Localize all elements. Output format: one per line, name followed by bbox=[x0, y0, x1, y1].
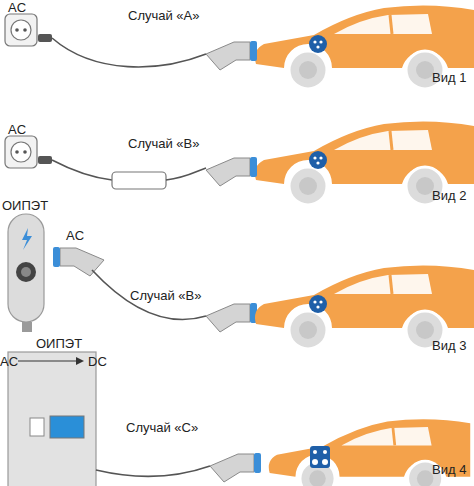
text-label: Вид 3 bbox=[432, 338, 466, 353]
text-label: Случай «В» bbox=[130, 288, 201, 303]
text-label: Случай «С» bbox=[126, 420, 198, 435]
text-label: Случай «В» bbox=[128, 136, 199, 151]
text-label: Вид 1 bbox=[432, 70, 466, 85]
text-label: DC bbox=[88, 354, 107, 369]
text-label: AC bbox=[8, 0, 26, 15]
text-label: ОИПЭТ bbox=[2, 198, 48, 213]
text-label: AC bbox=[66, 228, 84, 243]
text-label: Случай «А» bbox=[128, 8, 199, 23]
text-label: ОИПЭТ bbox=[36, 336, 82, 351]
text-label: AC bbox=[0, 354, 18, 369]
text-label: AC bbox=[8, 122, 26, 137]
text-label: Вид 4 bbox=[432, 462, 466, 477]
text-label: Вид 2 bbox=[432, 188, 466, 203]
